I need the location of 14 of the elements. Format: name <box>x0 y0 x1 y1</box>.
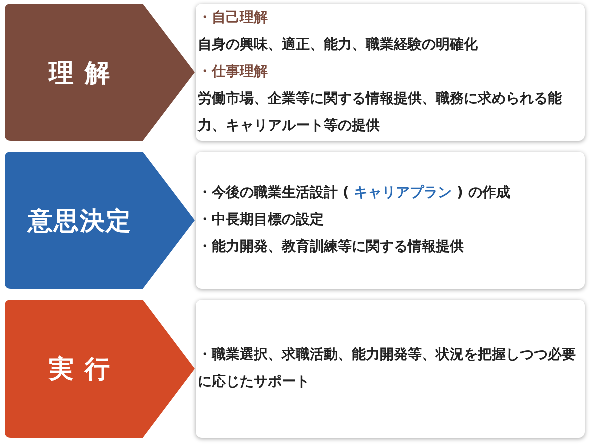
bullet-item: ・今後の職業生活設計 ( キャリアプラン ) の作成 <box>198 184 510 203</box>
text-card <box>196 152 585 289</box>
chevron-label: 意思決定 <box>5 152 195 289</box>
bullet-item: ・能力開発、教育訓練等に関する情報提供 <box>198 238 464 257</box>
description-text: 労働市場、企業等に関する情報提供、職務に求められる能力、キャリアルート等の提供 <box>198 90 563 136</box>
chevron-label: 実 行 <box>5 300 195 438</box>
bullet-heading: ・自己理解 <box>198 9 268 28</box>
chevron-label: 理 解 <box>5 4 195 141</box>
bullet-item: ・職業選択、求職活動、能力開発等、状況を把握しつつ必要に応じたサポート <box>198 346 577 392</box>
bullet-heading: ・仕事理解 <box>198 63 268 82</box>
description-text: 自身の興味、適正、能力、職業経験の明確化 <box>198 36 478 55</box>
bullet-item: ・中長期目標の設定 <box>198 210 324 230</box>
text-card <box>196 300 585 438</box>
text-card <box>196 4 585 141</box>
